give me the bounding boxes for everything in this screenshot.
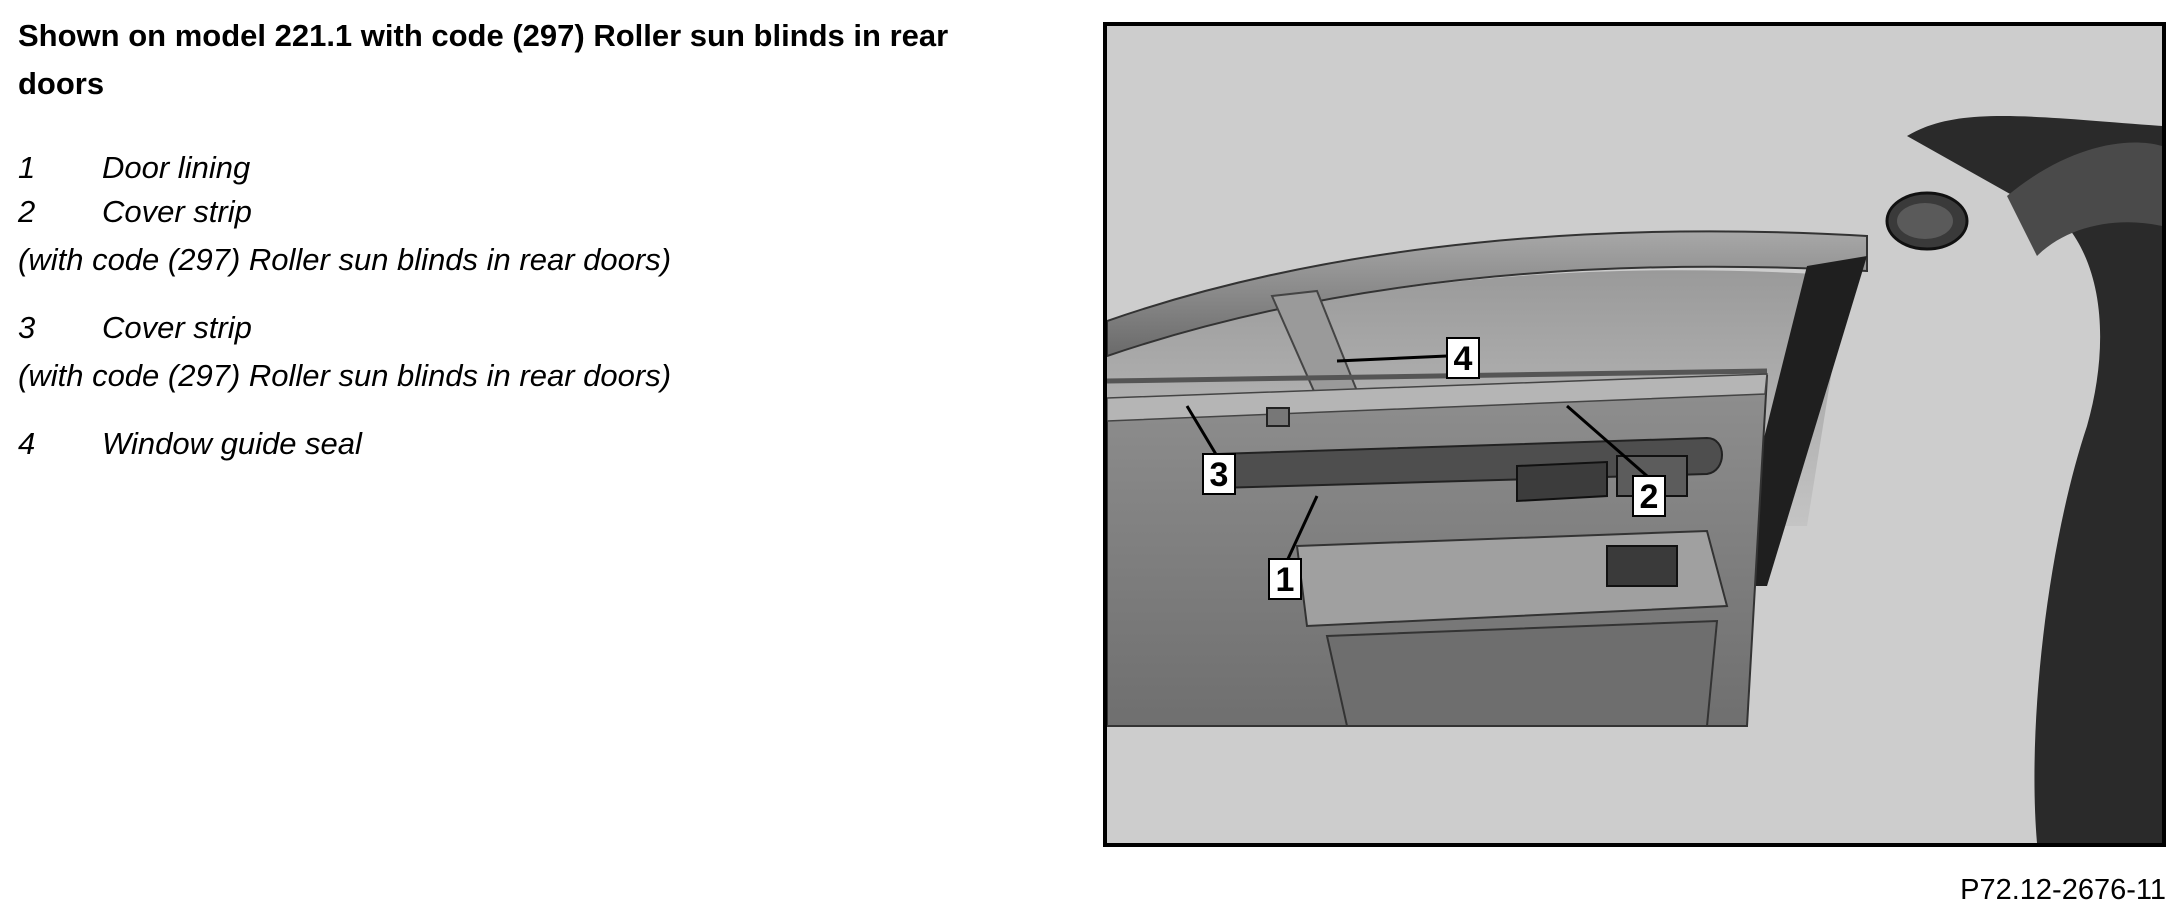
door-handle	[1516, 460, 1608, 503]
door-illustration: 4 3 2 1	[1103, 22, 2166, 847]
legend-note: (with code (297) Roller sun blinds in re…	[18, 358, 672, 393]
legend-label: Window guide seal	[102, 426, 362, 461]
legend-number: 1	[18, 150, 36, 185]
callout-1: 1	[1268, 558, 1302, 600]
guide-seal-line	[1107, 368, 1768, 384]
lock-knob	[1266, 407, 1290, 427]
callout-1-label: 1	[1276, 561, 1295, 599]
car-body-shape	[1907, 116, 2162, 843]
figure-code: P72.12-2676-11	[1960, 874, 2166, 906]
callout-4: 4	[1446, 337, 1480, 379]
car-roof-shape	[2007, 142, 2162, 256]
window-frame	[1107, 230, 1868, 358]
callout-2-leader	[1566, 404, 1648, 478]
callout-3: 3	[1202, 453, 1236, 495]
mirror-glass	[1897, 203, 1953, 239]
legend-label: Door lining	[102, 150, 251, 185]
legend-note: (with code (297) Roller sun blinds in re…	[18, 242, 672, 277]
callout-4-label: 4	[1454, 340, 1473, 378]
callout-2: 2	[1632, 475, 1666, 517]
seat-switch	[1606, 545, 1678, 587]
legend-number: 4	[18, 426, 36, 461]
door-pillar	[1727, 256, 1867, 586]
callout-2-label: 2	[1640, 478, 1659, 516]
door-pocket	[1325, 619, 1719, 727]
legend-label: Cover strip	[102, 310, 252, 345]
callout-3-leader	[1185, 405, 1219, 457]
legend-number: 2	[18, 194, 36, 229]
callout-4-leader	[1336, 354, 1448, 363]
callout-3-label: 3	[1210, 456, 1229, 494]
page-title: Shown on model 221.1 with code (297) Rol…	[18, 18, 949, 101]
legend-label: Cover strip	[102, 194, 252, 229]
legend-number: 3	[18, 310, 36, 345]
callout-1-leader	[1285, 495, 1319, 562]
door-illustration-svg: 4 3 2 1	[1107, 26, 2162, 843]
